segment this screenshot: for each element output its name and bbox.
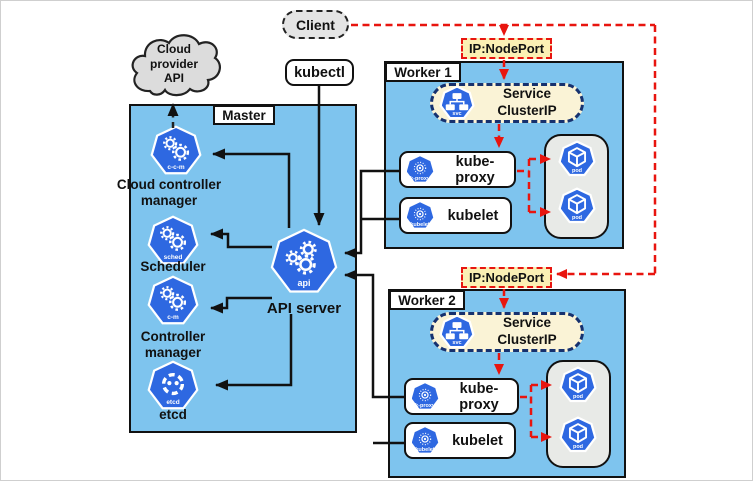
worker2-kube-proxy: k-proxy kube-proxy [404, 378, 519, 415]
worker1-nodeport: IP:NodePort [461, 38, 552, 59]
kube-proxy-icon: k-proxy [404, 153, 436, 186]
scheduler-icon: sched [147, 215, 199, 267]
kubelet-glyph [413, 207, 427, 220]
kubelet-icon: kubelet [409, 424, 441, 457]
api-server-icon: api [270, 228, 338, 296]
worker2-service-clusterip: svc Service ClusterIP [430, 312, 584, 352]
proxy-glyph [418, 388, 432, 401]
worker2-kubelet: kubelet kubelet [404, 422, 516, 459]
service-glyph [445, 322, 469, 340]
service-icon: svc [439, 85, 475, 121]
master-title: Master [213, 105, 275, 125]
worker1-kubelet: kubelet kubelet [399, 197, 512, 234]
worker2-kube-proxy-label: kube-proxy [459, 380, 499, 413]
controller-manager-label: Controller manager [140, 329, 206, 361]
worker1-pod1-icon: pod [558, 140, 596, 178]
controller-manager-icon: c-m [147, 275, 199, 327]
client-node: Client [282, 10, 349, 39]
worker1-service-label: Service ClusterIP [497, 86, 557, 118]
worker2-nodeport: IP:NodePort [461, 267, 552, 288]
api-server-label: API server [266, 300, 342, 317]
cloud-provider-api-label: Cloud provider API [149, 42, 198, 86]
cloud-provider-api: Cloud provider API [125, 29, 223, 101]
cloud-controller-manager-label: Cloud controller manager [116, 177, 222, 209]
etcd-icon: etcd [147, 360, 199, 412]
worker2-title: Worker 2 [389, 290, 465, 310]
worker2-pod2-icon: pod [559, 416, 597, 454]
kubelet-glyph [418, 432, 432, 445]
kubectl-node: kubectl [285, 59, 354, 86]
etcd-glyph [161, 373, 185, 396]
service-glyph [445, 93, 469, 111]
service-icon: svc [439, 314, 475, 350]
pod-glyph [567, 194, 587, 215]
cloud-controller-manager-icon: c-c-m [150, 125, 202, 177]
gears-glyph [160, 226, 187, 251]
worker1-title: Worker 1 [385, 62, 461, 82]
gears-glyph [163, 136, 190, 161]
gears-glyph [285, 240, 317, 275]
worker1-kube-proxy-label: kube-proxy [455, 153, 495, 186]
pod-glyph [568, 373, 588, 394]
scheduler-label: Scheduler [140, 259, 206, 274]
proxy-glyph [413, 161, 427, 174]
cloud-icon [131, 34, 221, 97]
worker1-kubelet-label: kubelet [447, 207, 499, 224]
worker2-service-label: Service ClusterIP [497, 315, 557, 347]
worker1-service-clusterip: svc Service ClusterIP [430, 83, 584, 123]
kubelet-icon: kubelet [404, 199, 436, 232]
kube-proxy-icon: k-proxy [409, 380, 441, 413]
worker2-kubelet-label: kubelet [452, 432, 503, 449]
worker2-pod1-icon: pod [559, 366, 597, 404]
worker1-kube-proxy: k-proxy kube-proxy [399, 151, 516, 188]
gears-glyph [160, 286, 187, 311]
worker1-pod2-icon: pod [558, 187, 596, 225]
etcd-label: etcd [159, 407, 187, 422]
pod-glyph [568, 423, 588, 444]
pod-glyph [567, 147, 587, 168]
